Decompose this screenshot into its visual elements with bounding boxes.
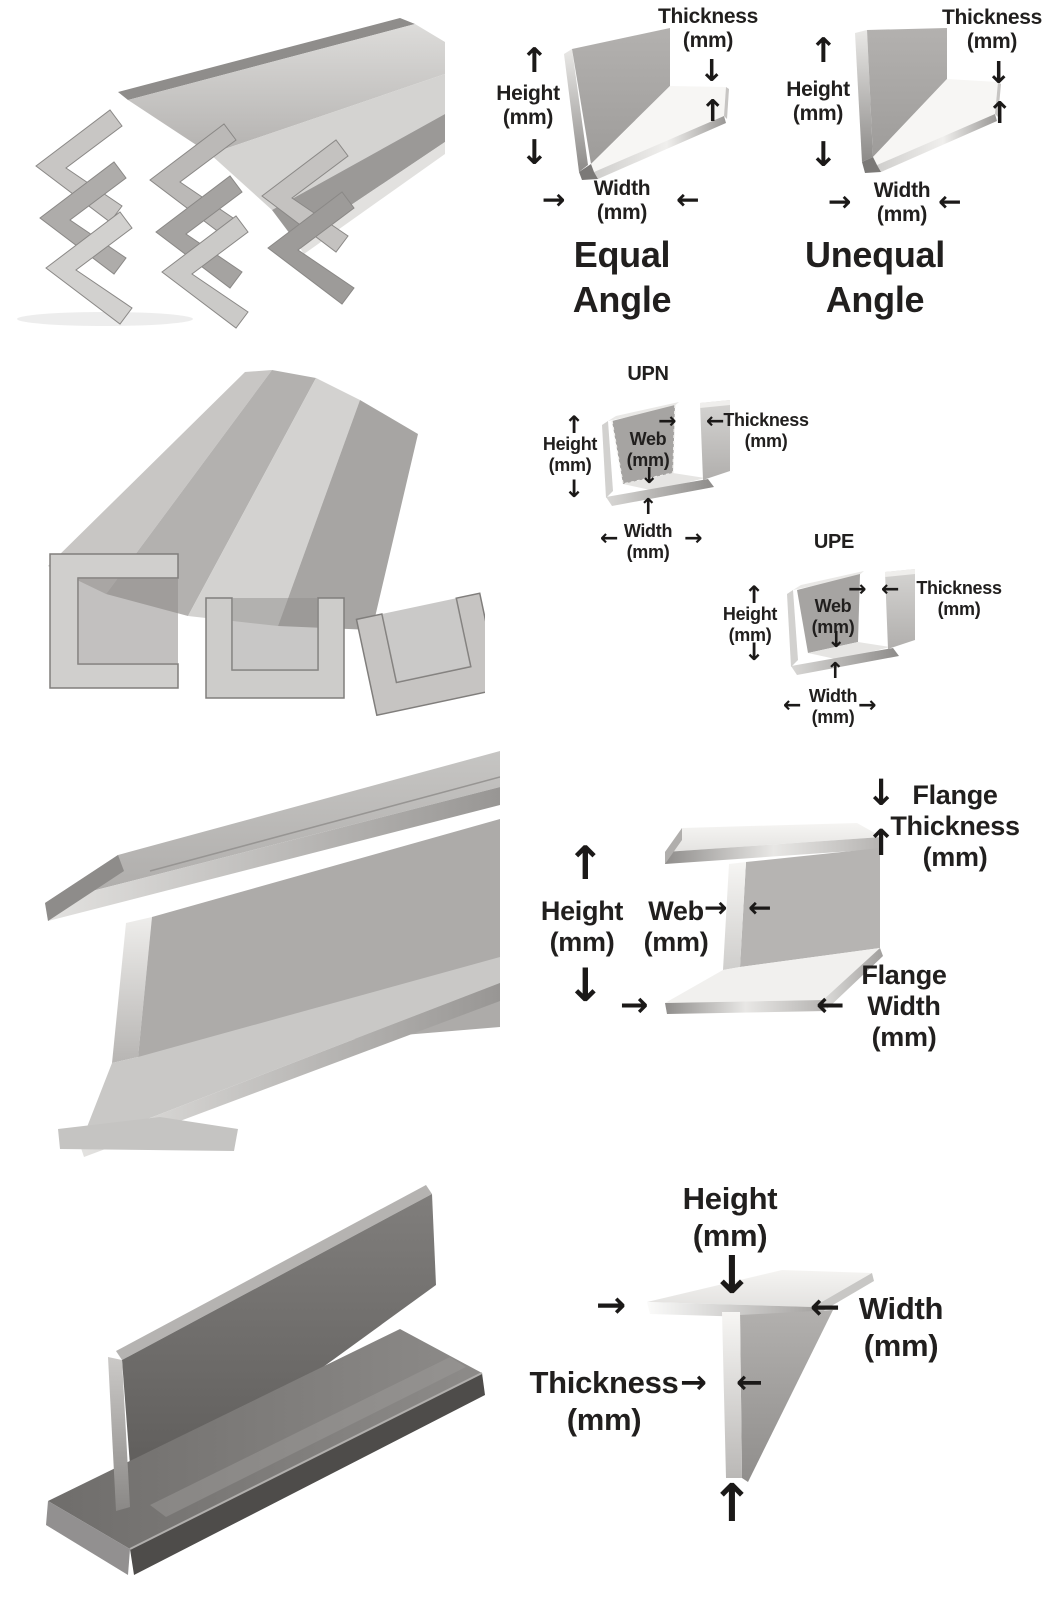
angle-steel-photo	[17, 18, 445, 329]
width-arrow-right-icon: →	[828, 185, 852, 218]
web-arrow-down-icon: ↓	[640, 464, 659, 489]
width-arrow-right-icon: →	[596, 1285, 627, 1326]
ibeam-diagram	[665, 823, 883, 1014]
upn-thickness-label: Thickness (mm)	[723, 410, 809, 451]
width-arrow-right-icon: →	[858, 693, 877, 718]
thickness-arrow-left-icon: ←	[736, 1363, 763, 1401]
bottom-arrow-up-icon: ↑	[710, 1474, 754, 1534]
tbar-diagram	[647, 1270, 874, 1482]
equal-angle-diagram	[564, 28, 729, 180]
upe-width-label: Width (mm)	[808, 686, 858, 727]
flange-thickness-arrow-up-icon: ↑	[866, 823, 897, 864]
thickness-arrow-right-icon: →	[848, 577, 867, 602]
width-arrow-right-icon: →	[684, 526, 703, 551]
height-arrow-up-icon: ↑	[809, 31, 838, 71]
unequal-thickness-label: Thickness (mm)	[941, 6, 1042, 53]
upe-channel-diagram	[787, 569, 915, 675]
bottom-arrow-up-icon: ↑	[826, 659, 845, 684]
height-arrow-down-icon: ↓	[520, 133, 549, 173]
upn-web-label: Web (mm)	[626, 429, 670, 470]
thickness-arrow-down-icon: ↓	[986, 56, 1012, 91]
height-arrow-up-icon: ↑	[520, 41, 549, 81]
thickness-arrow-up-icon: ↑	[700, 94, 726, 129]
tbar-width-label: Width (mm)	[858, 1291, 944, 1363]
height-arrow-up-icon: ↑	[564, 411, 585, 439]
thickness-arrow-right-icon: →	[658, 409, 677, 434]
width-arrow-left-icon: ←	[600, 526, 619, 551]
height-arrow-down-icon: ↓	[566, 958, 605, 1012]
thickness-arrow-left-icon: ←	[881, 577, 900, 602]
flange-width-arrow-left-icon: ←	[816, 985, 845, 1025]
flange-width-arrow-right-icon: →	[620, 985, 649, 1025]
upe-height-label: Height (mm)	[722, 604, 778, 645]
height-arrow-down-icon: ↓	[809, 135, 838, 175]
thickness-arrow-up-icon: ↑	[987, 96, 1013, 131]
height-arrow-up-icon: ↑	[566, 836, 605, 890]
height-arrow-down-icon: ↓	[564, 475, 585, 503]
web-arrow-down-icon: ↓	[827, 628, 846, 653]
width-arrow-left-icon: ←	[810, 1287, 841, 1328]
upn-name-label: UPN	[627, 363, 669, 385]
upe-web-label: Web (mm)	[811, 596, 855, 637]
web-arrow-right-icon: →	[704, 891, 728, 924]
height-arrow-down-icon: ↓	[710, 1246, 754, 1306]
thickness-arrow-left-icon: ←	[706, 409, 725, 434]
flange-width-label: Flange Width (mm)	[861, 960, 947, 1052]
tbar-steel-photo	[46, 1185, 485, 1575]
equal-height-label: Height (mm)	[496, 82, 560, 129]
unequal-width-label: Width (mm)	[873, 179, 931, 226]
height-arrow-up-icon: ↑	[744, 581, 765, 609]
upn-channel-diagram	[602, 400, 730, 506]
width-arrow-left-icon: ←	[676, 183, 700, 216]
upn-height-label: Height (mm)	[542, 434, 598, 475]
channel-steel-photo	[48, 370, 485, 716]
upe-name-label: UPE	[813, 531, 855, 553]
unequal-height-label: Height (mm)	[786, 78, 850, 125]
height-arrow-down-icon: ↓	[744, 638, 765, 666]
width-arrow-left-icon: ←	[938, 185, 962, 218]
width-arrow-right-icon: →	[542, 183, 566, 216]
width-arrow-left-icon: ←	[783, 693, 802, 718]
equal-thickness-label: Thickness (mm)	[657, 5, 758, 52]
equal-angle-title: Equal Angle	[572, 234, 672, 320]
upn-width-label: Width (mm)	[623, 521, 673, 562]
ibeam-steel-photo	[45, 751, 500, 1157]
tbar-thickness-label: Thickness (mm)	[529, 1365, 679, 1437]
unequal-angle-diagram	[855, 28, 1001, 173]
flange-thickness-arrow-down-icon: ↓	[866, 773, 897, 814]
flange-thickness-label: Flange Thickness (mm)	[890, 780, 1020, 872]
thickness-arrow-down-icon: ↓	[699, 54, 725, 89]
thickness-arrow-right-icon: →	[680, 1363, 707, 1401]
bottom-arrow-up-icon: ↑	[639, 495, 658, 520]
tbar-height-label: Height (mm)	[682, 1181, 778, 1253]
unequal-angle-title: Unequal Angle	[805, 234, 945, 320]
equal-width-label: Width (mm)	[593, 177, 651, 224]
upe-thickness-label: Thickness (mm)	[916, 578, 1002, 619]
ibeam-height-label: Height (mm)	[540, 896, 624, 957]
ibeam-web-label: Web (mm)	[643, 896, 709, 957]
web-arrow-left-icon: ←	[748, 891, 772, 924]
